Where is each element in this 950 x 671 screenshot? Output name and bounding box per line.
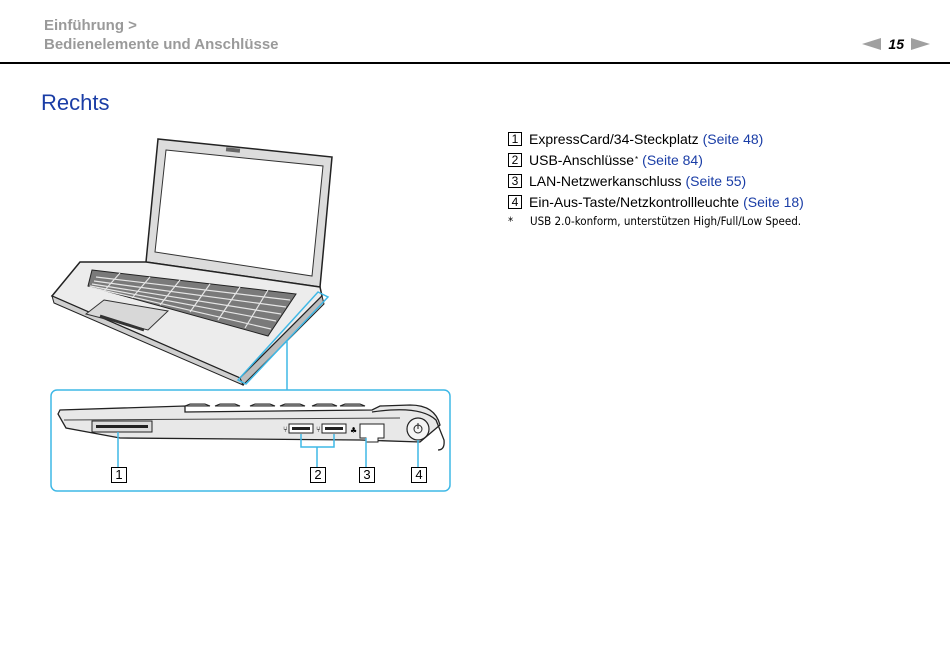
laptop-side-view: ⑂ ⑂ ♣ bbox=[57, 403, 445, 451]
svg-text:♣: ♣ bbox=[350, 426, 357, 435]
footnote-marker: * bbox=[635, 155, 639, 164]
list-item: 1 ExpressCard/34-Steckplatz (Seite 48) bbox=[508, 128, 804, 149]
item-text: Ein-Aus-Taste/Netzkontrollleuchte bbox=[529, 193, 740, 210]
page-link[interactable]: (Seite 84) bbox=[642, 151, 703, 168]
callout-4: 4 bbox=[411, 467, 427, 483]
breadcrumb-current: Bedienelemente und Anschlüsse bbox=[44, 36, 279, 53]
callout-1: 1 bbox=[111, 467, 127, 483]
footnote: * USB 2.0-konform, unterstützen High/Ful… bbox=[508, 214, 804, 228]
item-number: 4 bbox=[508, 194, 522, 209]
item-number: 2 bbox=[508, 152, 522, 167]
footnote-mark: * bbox=[508, 214, 514, 228]
page-navigation: 15 bbox=[862, 36, 930, 52]
page-number: 15 bbox=[888, 36, 904, 52]
header-divider bbox=[0, 62, 950, 64]
item-number: 1 bbox=[508, 131, 522, 146]
list-item: 3 LAN-Netzwerkanschluss (Seite 55) bbox=[508, 170, 804, 191]
page-link[interactable]: (Seite 55) bbox=[685, 172, 747, 189]
detail-frame bbox=[50, 389, 451, 492]
list-item: 2 USB-Anschlüsse* (Seite 84) bbox=[508, 149, 804, 170]
callout-2: 2 bbox=[310, 467, 326, 483]
page-link[interactable]: (Seite 48) bbox=[702, 130, 764, 147]
component-list: 1 ExpressCard/34-Steckplatz (Seite 48) 2… bbox=[508, 128, 804, 228]
item-text: USB-Anschlüsse bbox=[529, 151, 635, 168]
footnote-text: USB 2.0-konform, unterstützen High/Full/… bbox=[530, 214, 802, 228]
laptop-open-view bbox=[50, 138, 333, 390]
list-item: 4 Ein-Aus-Taste/Netzkontrollleuchte (Sei… bbox=[508, 191, 804, 212]
item-text: ExpressCard/34-Steckplatz bbox=[529, 130, 699, 147]
next-page-arrow-icon[interactable] bbox=[911, 38, 930, 50]
section-title: Rechts bbox=[41, 90, 110, 115]
breadcrumb-parent[interactable]: Einführung > bbox=[44, 17, 137, 34]
callout-3: 3 bbox=[359, 467, 375, 483]
item-text: LAN-Netzwerkanschluss bbox=[529, 172, 682, 189]
page-link[interactable]: (Seite 18) bbox=[743, 193, 804, 210]
svg-text:⑂: ⑂ bbox=[283, 425, 288, 434]
previous-page-arrow-icon[interactable] bbox=[862, 38, 882, 50]
svg-text:⑂: ⑂ bbox=[316, 425, 321, 434]
breadcrumb: Einführung > Bedienelemente und Anschlüs… bbox=[44, 16, 279, 54]
item-number: 3 bbox=[508, 173, 522, 188]
